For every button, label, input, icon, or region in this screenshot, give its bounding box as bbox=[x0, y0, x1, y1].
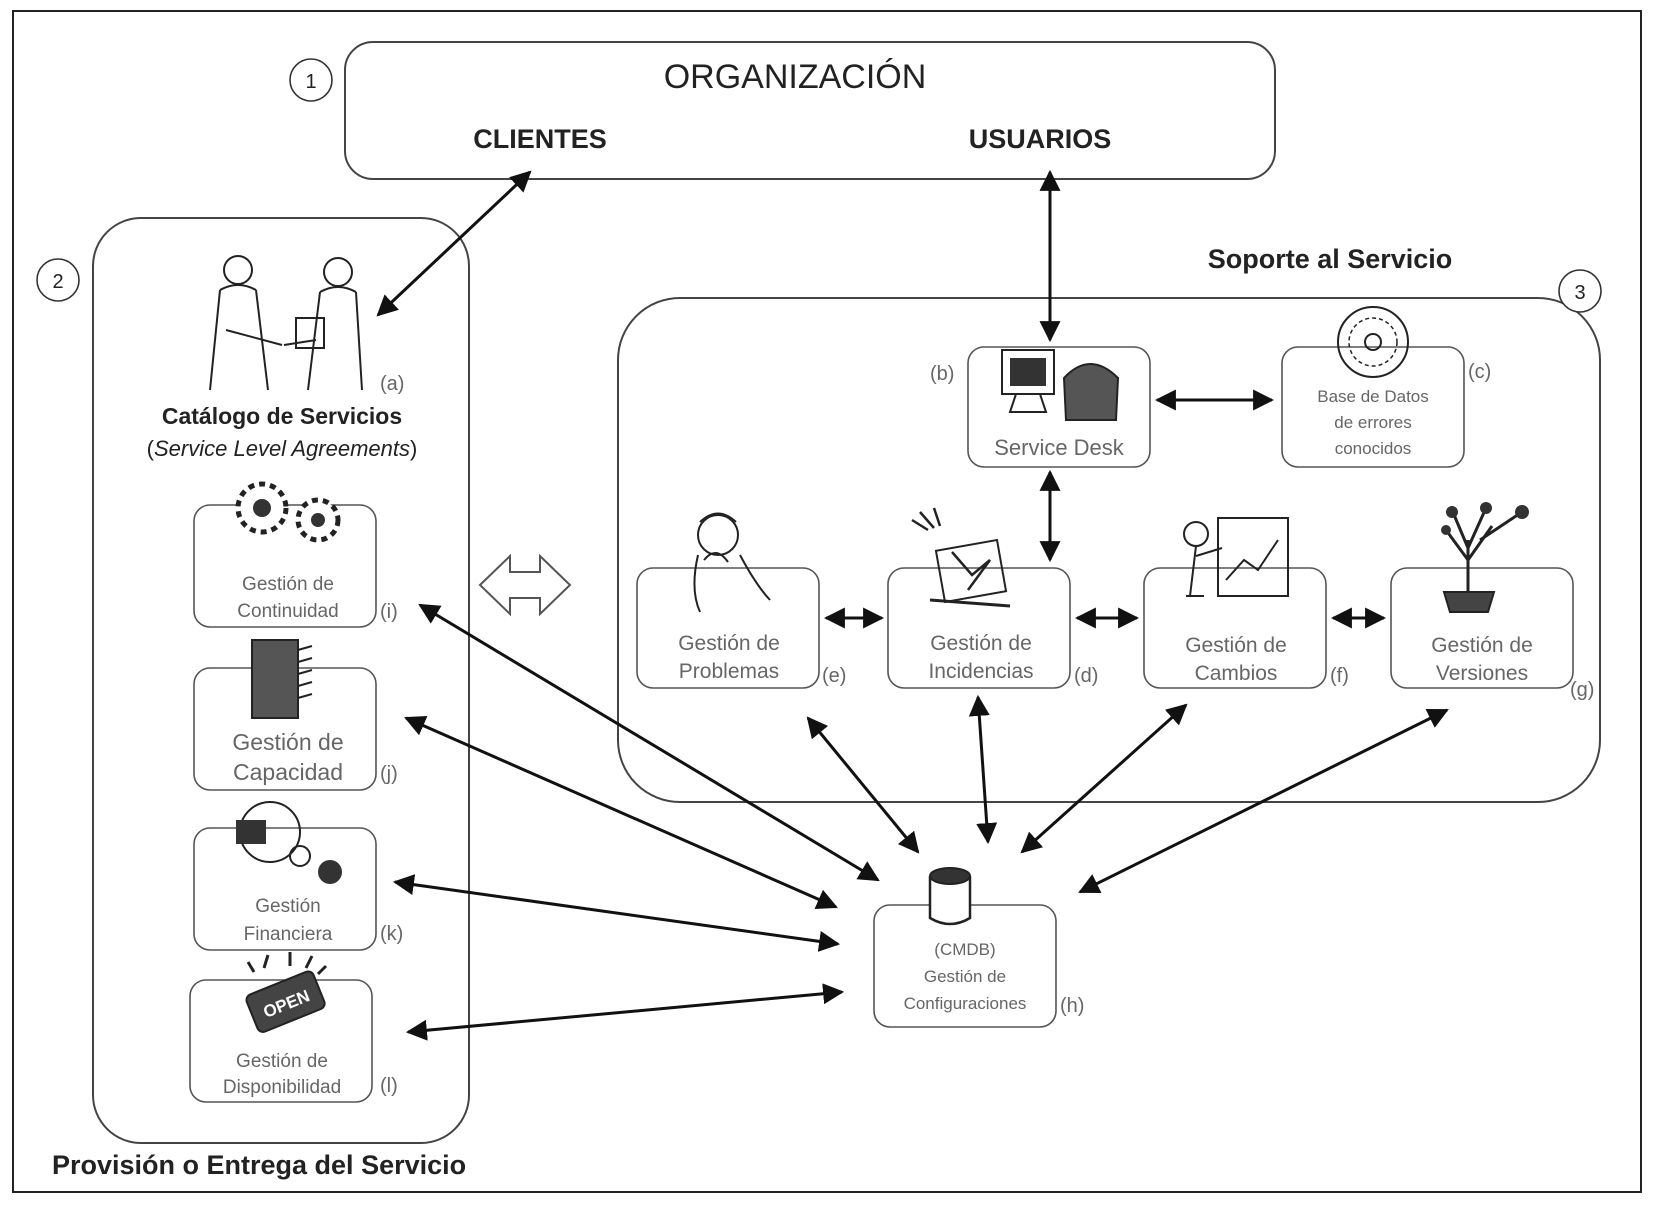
number-badge-3: 3 bbox=[1558, 269, 1602, 313]
svg-text:(i): (i) bbox=[380, 601, 398, 623]
svg-text:Versiones: Versiones bbox=[1436, 662, 1528, 685]
svg-text:conocidos: conocidos bbox=[1335, 439, 1412, 458]
svg-text:(CMDB): (CMDB) bbox=[934, 940, 995, 959]
svg-text:Configuraciones: Configuraciones bbox=[904, 994, 1027, 1013]
svg-text:(l): (l) bbox=[380, 1075, 398, 1097]
support-heading: Soporte al Servicio bbox=[1208, 244, 1453, 274]
svg-text:Gestión de: Gestión de bbox=[242, 574, 334, 595]
svg-text:Capacidad: Capacidad bbox=[233, 759, 343, 785]
svg-text:Continuidad: Continuidad bbox=[237, 601, 338, 622]
changes-box: Gestión de Cambios (f) bbox=[1143, 567, 1349, 689]
presenter-icon bbox=[1183, 517, 1289, 597]
computer-phone-icon bbox=[1001, 349, 1120, 421]
worried-person-icon bbox=[693, 512, 771, 613]
svg-text:Service Desk: Service Desk bbox=[994, 435, 1125, 460]
svg-text:Incidencias: Incidencias bbox=[928, 660, 1033, 683]
svg-text:Gestión de: Gestión de bbox=[236, 1051, 328, 1072]
organization-title: ORGANIZACIÓN bbox=[664, 58, 927, 96]
svg-text:Problemas: Problemas bbox=[679, 660, 779, 683]
svg-text:de errores: de errores bbox=[1334, 413, 1411, 432]
releases-box: Gestión de Versiones (g) bbox=[1390, 567, 1594, 701]
svg-text:Gestión de: Gestión de bbox=[232, 729, 343, 755]
plant-icon bbox=[1441, 502, 1529, 613]
svg-text:(f): (f) bbox=[1330, 665, 1349, 687]
finance-icon bbox=[236, 801, 342, 884]
diagram-frame bbox=[12, 10, 1642, 1193]
svg-text:Gestión: Gestión bbox=[255, 896, 320, 917]
catalog-subtitle: (Service Level Agreements) bbox=[147, 436, 418, 461]
svg-text:Gestión de: Gestión de bbox=[924, 967, 1006, 986]
server-icon bbox=[251, 639, 313, 719]
availability-box: Gestión de Disponibilidad (l) bbox=[189, 979, 398, 1103]
handshake-icon bbox=[209, 255, 363, 391]
connector-arrows bbox=[376, 169, 1449, 1041]
broken-monitor-icon bbox=[911, 507, 1011, 608]
users-label: USUARIOS bbox=[969, 124, 1112, 154]
svg-text:Financiera: Financiera bbox=[244, 924, 333, 945]
delivery-heading: Provisión o Entrega del Servicio bbox=[52, 1150, 466, 1180]
cd-disc-icon bbox=[1337, 306, 1409, 378]
problems-box: Gestión de Problemas (e) bbox=[636, 567, 846, 689]
gears-icon bbox=[235, 481, 341, 543]
svg-text:Cambios: Cambios bbox=[1195, 662, 1278, 685]
database-icon bbox=[928, 867, 972, 926]
svg-text:(c): (c) bbox=[1468, 361, 1491, 383]
svg-text:Base de Datos: Base de Datos bbox=[1317, 387, 1429, 406]
hollow-double-arrow bbox=[478, 553, 572, 617]
open-sign-icon: OPEN bbox=[245, 952, 328, 1033]
organization-box: ORGANIZACIÓN CLIENTES USUARIOS bbox=[344, 41, 1276, 180]
svg-text:3: 3 bbox=[1574, 282, 1585, 304]
known-errors-box: Base de Datos de errores conocidos (c) bbox=[1281, 346, 1491, 468]
incidents-box: Gestión de Incidencias (d) bbox=[887, 567, 1098, 689]
svg-text:(d): (d) bbox=[1074, 665, 1098, 687]
svg-text:Disponibilidad: Disponibilidad bbox=[223, 1077, 341, 1098]
svg-text:(h): (h) bbox=[1060, 995, 1084, 1017]
svg-text:Gestión de: Gestión de bbox=[1431, 634, 1533, 657]
catalog-title: Catálogo de Servicios bbox=[162, 403, 402, 429]
svg-text:(b): (b) bbox=[930, 363, 954, 385]
clients-label: CLIENTES bbox=[473, 124, 607, 154]
svg-text:(g): (g) bbox=[1570, 679, 1594, 701]
svg-text:2: 2 bbox=[52, 271, 63, 293]
svg-text:(k): (k) bbox=[380, 923, 403, 945]
catalog-letter: (a) bbox=[380, 373, 404, 395]
svg-text:(j): (j) bbox=[380, 763, 398, 785]
number-badge-1: 1 bbox=[289, 58, 333, 102]
number-badge-2: 2 bbox=[36, 258, 80, 302]
svg-text:Gestión de: Gestión de bbox=[930, 632, 1032, 655]
svg-text:Gestión de: Gestión de bbox=[678, 632, 780, 655]
svg-text:Gestión de: Gestión de bbox=[1185, 634, 1287, 657]
cmdb-box: (CMDB) Gestión de Configuraciones (h) bbox=[873, 904, 1084, 1028]
svg-text:1: 1 bbox=[305, 71, 316, 93]
svg-text:(e): (e) bbox=[822, 665, 846, 687]
